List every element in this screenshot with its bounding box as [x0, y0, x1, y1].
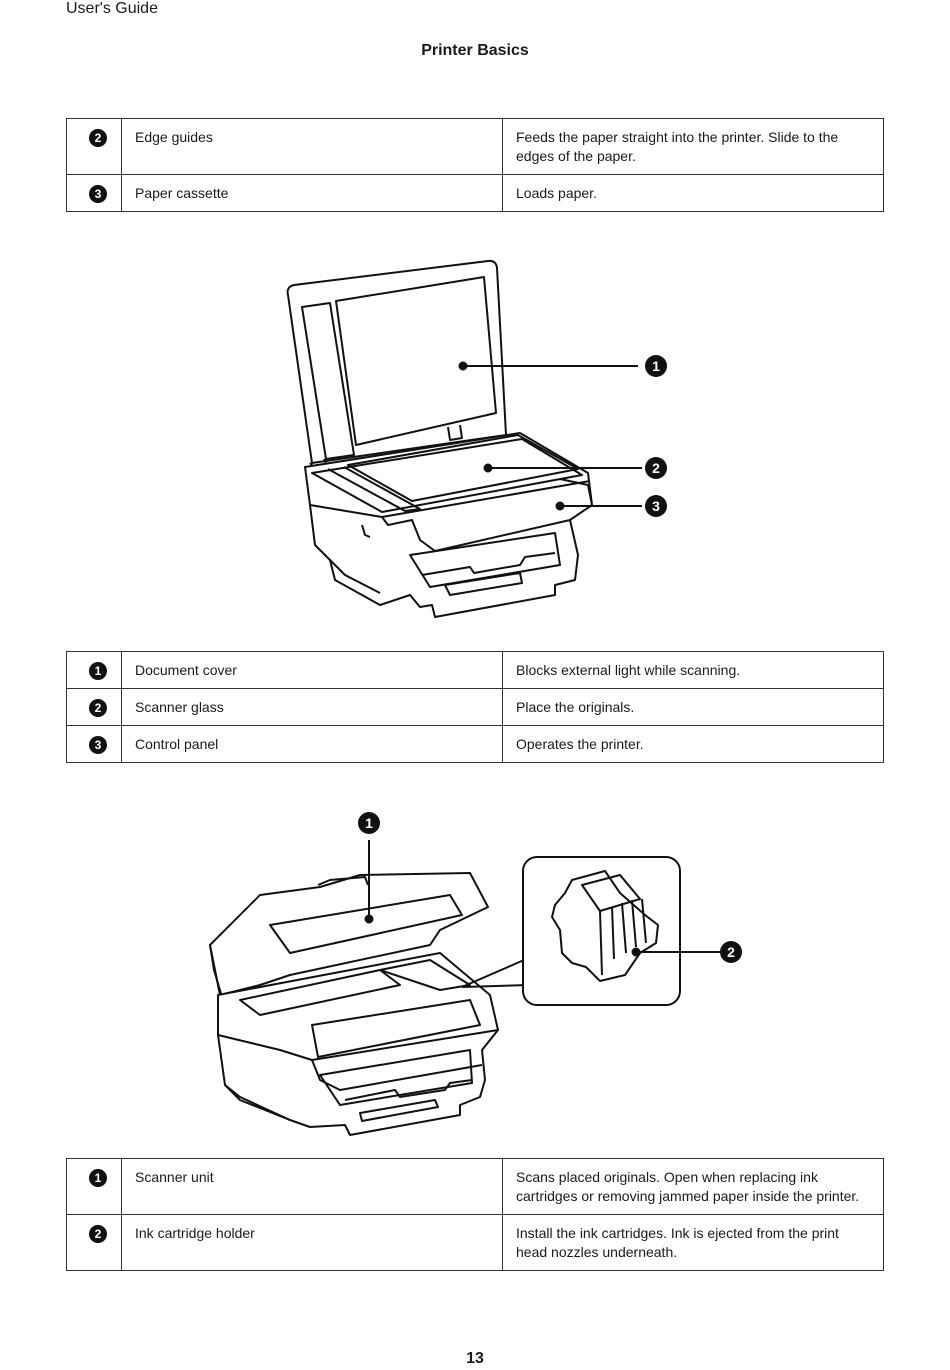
- table-row: 3 Paper cassette Loads paper.: [66, 174, 884, 212]
- parts-table-scanner: 1 Document cover Blocks external light w…: [66, 651, 884, 763]
- callout-number-badge: 1: [645, 355, 667, 377]
- part-name: Scanner unit: [121, 1158, 503, 1215]
- callout-number-badge: 3: [89, 736, 107, 754]
- section-title: Printer Basics: [421, 42, 529, 59]
- callout-number-badge: 2: [645, 457, 667, 479]
- table-row: 1 Document cover Blocks external light w…: [66, 651, 884, 689]
- callout-number-badge: 2: [720, 941, 742, 963]
- part-description: Feeds the paper straight into the printe…: [502, 118, 884, 175]
- callout-number-badge: 3: [89, 185, 107, 203]
- part-description: Place the originals.: [502, 688, 884, 726]
- part-description: Loads paper.: [502, 174, 884, 212]
- document-title: User's Guide: [66, 0, 158, 17]
- part-description: Install the ink cartridges. Ink is eject…: [502, 1214, 884, 1271]
- table-row: 3 Control panel Operates the printer.: [66, 725, 884, 763]
- table-row: 2 Ink cartridge holder Install the ink c…: [66, 1214, 884, 1271]
- table-row: 1 Scanner unit Scans placed originals. O…: [66, 1158, 884, 1215]
- callout-number-badge: 2: [89, 129, 107, 147]
- part-name: Scanner glass: [121, 688, 503, 726]
- part-description: Scans placed originals. Open when replac…: [502, 1158, 884, 1215]
- part-name: Paper cassette: [121, 174, 503, 212]
- callout-number-badge: 2: [89, 699, 107, 717]
- callout-number-badge: 1: [358, 812, 380, 834]
- printer-scanner-open-illustration: [286, 259, 642, 618]
- parts-table-scanner-unit: 1 Scanner unit Scans placed originals. O…: [66, 1158, 884, 1271]
- table-row: 2 Scanner glass Place the originals.: [66, 688, 884, 726]
- parts-table-paper: 2 Edge guides Feeds the paper straight i…: [66, 118, 884, 212]
- callout-number-badge: 1: [89, 1169, 107, 1187]
- callout-number-badge: 3: [645, 495, 667, 517]
- part-name: Control panel: [121, 725, 503, 763]
- part-description: Blocks external light while scanning.: [502, 651, 884, 689]
- part-description: Operates the printer.: [502, 725, 884, 763]
- page-number: 13: [466, 1350, 484, 1367]
- callout-number-badge: 2: [89, 1225, 107, 1243]
- part-name: Document cover: [121, 651, 503, 689]
- part-name: Ink cartridge holder: [121, 1214, 503, 1271]
- table-row: 2 Edge guides Feeds the paper straight i…: [66, 118, 884, 175]
- part-name: Edge guides: [121, 118, 503, 175]
- callout-number-badge: 1: [89, 662, 107, 680]
- printer-scanner-unit-open-illustration: [209, 840, 720, 1136]
